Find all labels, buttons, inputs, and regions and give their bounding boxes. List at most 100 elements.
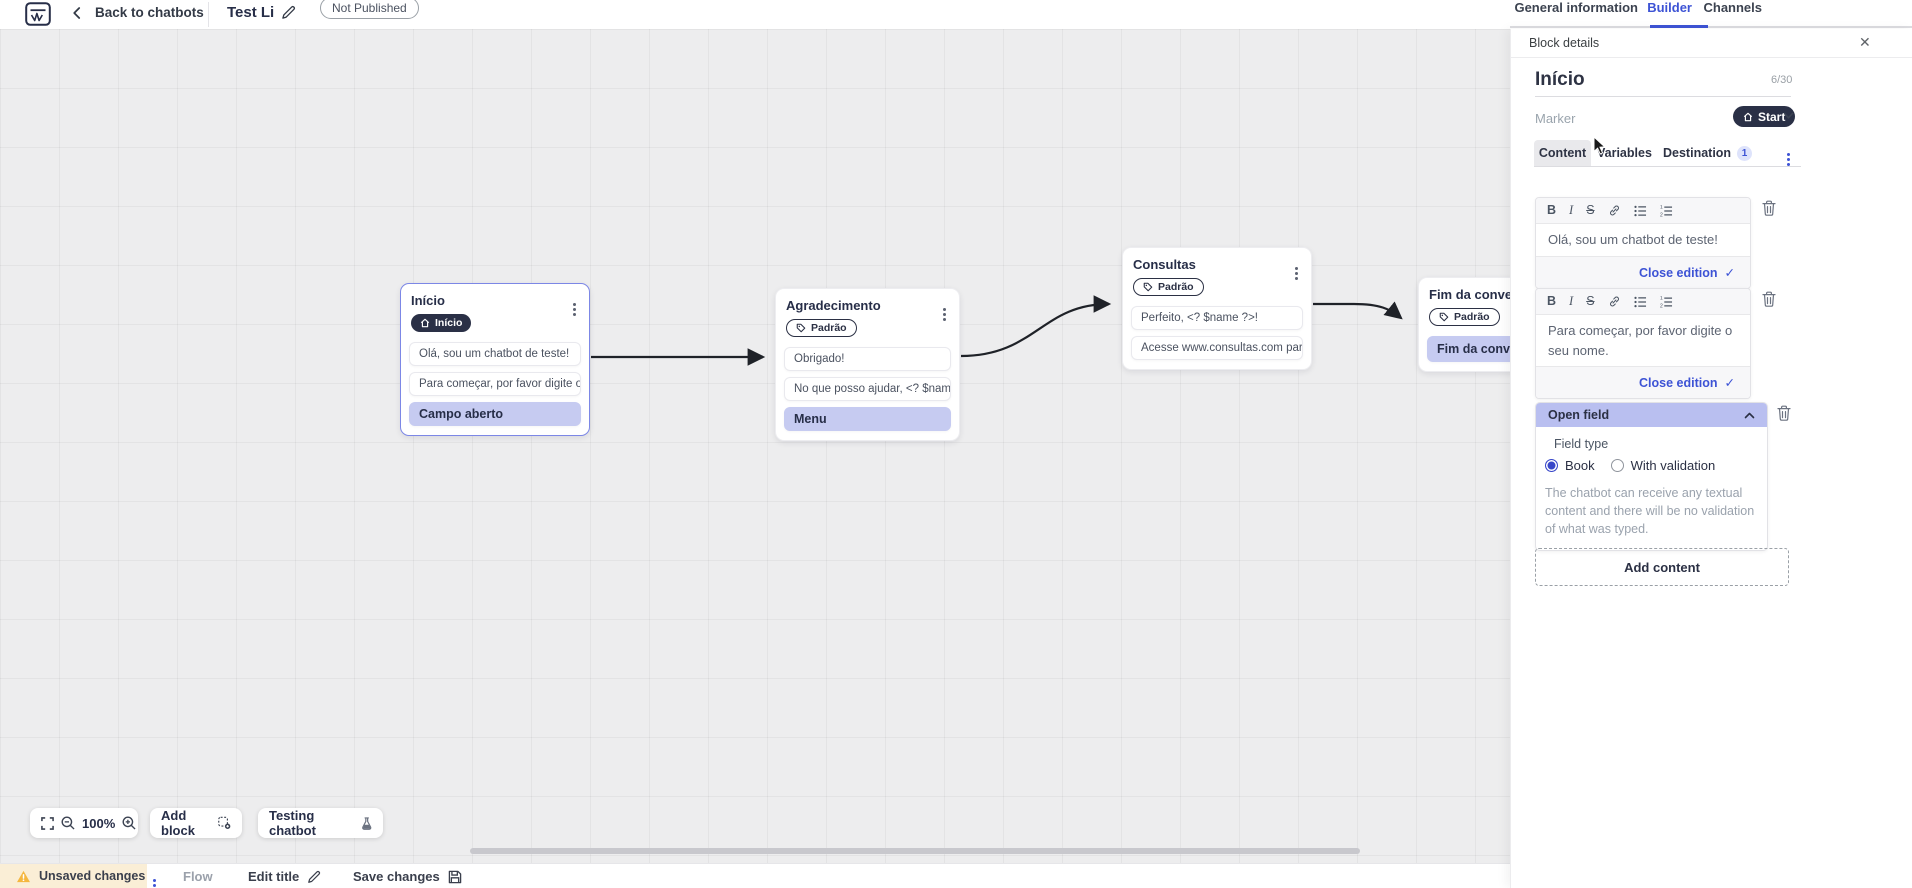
svg-text:2: 2 xyxy=(1660,303,1663,307)
node-item-open-field[interactable]: Campo aberto xyxy=(409,402,581,426)
close-panel-icon[interactable]: ✕ xyxy=(1859,34,1871,50)
node-item[interactable]: No que posso ajudar, <? $name ... xyxy=(784,377,951,401)
node-title: Fim da conversa xyxy=(1429,287,1532,302)
fullscreen-button[interactable] xyxy=(41,816,54,830)
svg-text:2: 2 xyxy=(1660,212,1663,216)
warning-icon xyxy=(17,870,30,882)
add-content-button[interactable]: Add content xyxy=(1535,548,1789,586)
delete-content-icon[interactable] xyxy=(1762,291,1776,307)
block-details-panel: Block details ✕ Início 6/30 Marker Start… xyxy=(1510,29,1912,888)
tab-builder[interactable]: Builder xyxy=(1647,0,1692,15)
zoom-out-button[interactable] xyxy=(61,816,75,830)
editor-text[interactable]: Para começar, por favor digite o seu nom… xyxy=(1548,323,1733,358)
zoom-toolbar: 100% xyxy=(30,808,138,838)
back-to-chatbots-button[interactable]: Back to chatbots xyxy=(72,5,204,20)
save-changes-button[interactable]: Save changes xyxy=(353,869,462,884)
add-block-button[interactable]: Add block xyxy=(150,808,242,838)
strikethrough-icon[interactable]: S xyxy=(1586,294,1595,309)
default-marker-badge: Padrão xyxy=(1429,308,1500,326)
delete-open-field-icon[interactable] xyxy=(1777,405,1791,421)
node-menu-icon[interactable] xyxy=(940,298,949,312)
editor-text[interactable]: Olá, sou um chatbot de teste! xyxy=(1548,232,1718,247)
save-icon xyxy=(448,870,461,883)
italic-icon[interactable]: I xyxy=(1569,294,1574,309)
tab-channels[interactable]: Channels xyxy=(1703,0,1762,15)
chevron-down-icon[interactable] xyxy=(1783,112,1794,120)
node-item[interactable]: Perfeito, <? $name ?>! xyxy=(1131,306,1303,330)
tab-variables[interactable]: Variables xyxy=(1597,146,1652,160)
app-header: Back to chatbots Test Li Not Published G… xyxy=(0,0,1912,29)
radio-selected-icon xyxy=(1545,459,1558,472)
open-field-section: Open field Field type Book With validati… xyxy=(1535,402,1768,552)
tag-icon xyxy=(796,323,806,333)
panel-tabs-menu-icon[interactable] xyxy=(1787,143,1790,161)
tab-destination[interactable]: Destination 1 xyxy=(1663,140,1753,166)
block-name-input[interactable]: Início xyxy=(1535,69,1585,90)
link-icon[interactable] xyxy=(1608,204,1621,217)
bullet-list-icon[interactable] xyxy=(1633,205,1647,217)
node-item[interactable]: Obrigado! xyxy=(784,347,951,371)
tag-icon xyxy=(1439,312,1449,322)
testing-chatbot-label: Testing chatbot xyxy=(269,808,316,838)
default-marker-badge: Padrão xyxy=(1133,278,1204,296)
node-menu-icon[interactable] xyxy=(570,293,579,307)
close-edition-button[interactable]: Close edition✓ xyxy=(1536,366,1750,398)
app-logo xyxy=(25,2,51,27)
start-marker-badge: Início xyxy=(411,314,472,332)
add-block-icon xyxy=(218,816,231,829)
header-divider xyxy=(208,2,209,27)
flow-selector[interactable]: Flow xyxy=(183,869,213,884)
node-item[interactable]: Para começar, por favor digite o ... xyxy=(409,372,581,396)
marker-start-pill[interactable]: Start xyxy=(1733,106,1796,127)
statusbar-menu-icon[interactable] xyxy=(153,869,156,887)
tab-content[interactable]: Content xyxy=(1534,140,1591,166)
edit-title-button[interactable]: Edit title xyxy=(248,869,321,884)
tab-general-information[interactable]: General information xyxy=(1514,0,1638,15)
panel-title: Block details xyxy=(1529,36,1600,50)
svg-text:1: 1 xyxy=(1660,296,1663,302)
chevron-up-icon xyxy=(1744,412,1755,418)
link-icon[interactable] xyxy=(1608,295,1621,308)
flow-node-consultas[interactable]: Consultas Padrão Perfeito, <? $name ?>! … xyxy=(1122,247,1312,370)
flow-node-agradecimento[interactable]: Agradecimento Padrão Obrigado! No que po… xyxy=(775,288,960,441)
flow-node-inicio[interactable]: Início Início Olá, sou um chatbot de tes… xyxy=(400,283,590,436)
unsaved-changes-status: Unsaved changes xyxy=(0,864,147,888)
bullet-list-icon[interactable] xyxy=(1633,296,1647,308)
close-edition-button[interactable]: Close edition✓ xyxy=(1536,255,1750,288)
home-icon xyxy=(420,318,430,328)
node-item[interactable]: Acesse www.consultas.com par... xyxy=(1131,336,1303,360)
node-item[interactable]: Olá, sou um chatbot de teste! xyxy=(409,342,581,366)
edit-title-icon[interactable] xyxy=(281,5,296,20)
char-counter: 6/30 xyxy=(1771,74,1793,86)
open-field-header[interactable]: Open field xyxy=(1536,403,1767,427)
flow-canvas[interactable] xyxy=(0,29,1510,863)
node-menu-icon[interactable] xyxy=(1292,257,1301,271)
zoom-in-button[interactable] xyxy=(122,816,136,830)
radio-with-validation[interactable]: With validation xyxy=(1610,458,1715,473)
svg-text:1: 1 xyxy=(1660,205,1663,211)
italic-icon[interactable]: I xyxy=(1569,203,1574,218)
bold-icon[interactable]: B xyxy=(1547,203,1557,218)
node-title: Consultas xyxy=(1133,257,1196,272)
publish-status-badge: Not Published xyxy=(320,0,419,19)
radio-book[interactable]: Book xyxy=(1545,458,1595,473)
strikethrough-icon[interactable]: S xyxy=(1586,203,1595,218)
testing-chatbot-button[interactable]: Testing chatbot xyxy=(258,808,383,838)
check-icon: ✓ xyxy=(1724,265,1735,280)
node-item-menu[interactable]: Menu xyxy=(784,407,951,431)
chevron-left-icon xyxy=(73,6,81,19)
node-title: Agradecimento xyxy=(786,298,881,313)
tag-icon xyxy=(1143,282,1153,292)
bold-icon[interactable]: B xyxy=(1547,294,1557,309)
delete-content-icon[interactable] xyxy=(1762,200,1776,216)
marker-label: Marker xyxy=(1535,111,1576,126)
chatbot-title[interactable]: Test Li xyxy=(227,4,275,21)
canvas-horizontal-scrollbar[interactable] xyxy=(470,848,1360,854)
field-type-description: The chatbot can receive any textual cont… xyxy=(1545,486,1755,537)
home-icon xyxy=(1743,112,1753,121)
